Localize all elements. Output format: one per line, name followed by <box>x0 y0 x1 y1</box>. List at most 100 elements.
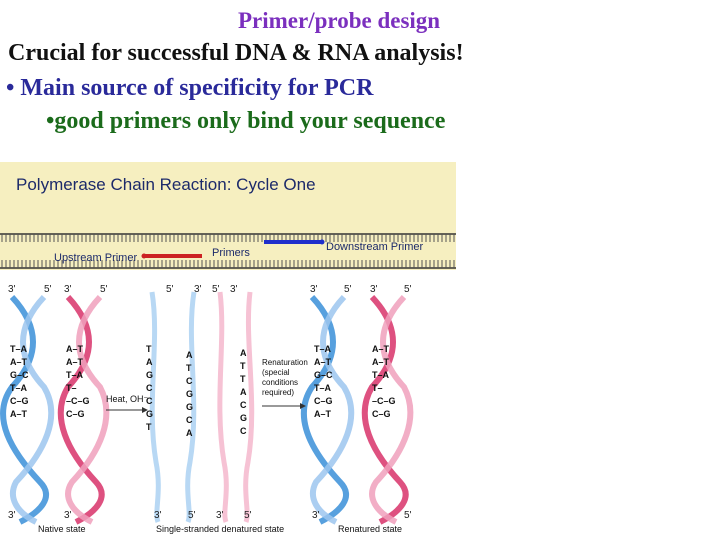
base-pair-4: –C–G <box>372 396 396 406</box>
base-pair-0: A–T <box>372 344 390 354</box>
base-4: C <box>240 400 247 410</box>
renatured-helix-blue <box>300 294 355 525</box>
end-label-ren-blue-5: 5' <box>344 284 352 295</box>
heat-arrow-head <box>142 407 148 413</box>
base-1: T <box>186 363 192 373</box>
pcr-cycle-figure: Polymerase Chain Reaction: Cycle One Dow… <box>0 162 456 538</box>
upstream-primer-end <box>141 253 147 259</box>
end-label-ren-red-5: 5' <box>404 284 412 295</box>
renaturation-line-1: Renaturation <box>262 358 308 367</box>
base-pair-0: A–T <box>66 344 84 354</box>
base-pair-0: T–A <box>10 344 28 354</box>
base-6: T <box>146 422 152 432</box>
denatured-strand-4 <box>243 291 255 523</box>
heat-label: Heat, OH⁻ <box>106 394 149 404</box>
base-5: C <box>186 415 193 425</box>
base-6: A <box>186 428 193 438</box>
base-pair-2: T–A <box>372 370 390 380</box>
end-label-den-1: 5' <box>166 284 174 295</box>
base-pair-1: A–T <box>66 357 84 367</box>
end-label-den-3: 5' <box>212 284 220 295</box>
base-pair-2: T–A <box>66 370 84 380</box>
base-0: A <box>240 348 247 358</box>
base-pair-4: C–G <box>314 396 333 406</box>
base-pair-3: T–A <box>314 383 332 393</box>
base-pair-4: –C–G <box>66 396 90 406</box>
renaturation-arrow-head <box>300 403 306 409</box>
base-pair-5: A–T <box>10 409 28 419</box>
downstream-primer-label: Downstream Primer <box>326 241 424 253</box>
downstream-primer-end <box>319 239 325 245</box>
base-2: T <box>240 374 246 384</box>
denatured-strand-1 <box>149 291 161 523</box>
end-bottom-5: 3' <box>216 510 224 521</box>
renatured-red-base-pairs: A–T A–T T–A T– –C–G C–G <box>372 344 396 419</box>
end-bottom-1: 3' <box>8 510 16 521</box>
native-helix-blue <box>0 294 55 525</box>
renaturation-line-2: (special <box>262 368 290 377</box>
renatured-blue-base-pairs: T–A A–T G–C T–A C–G A–T <box>314 344 333 419</box>
base-5: G <box>146 409 153 419</box>
native-helix-red <box>57 294 110 525</box>
base-pair-0: T–A <box>314 344 332 354</box>
base-pair-1: A–T <box>372 357 390 367</box>
end-label-native-red-5: 5' <box>100 284 108 295</box>
pcr-diagram-svg: Polymerase Chain Reaction: Cycle One Dow… <box>0 162 456 538</box>
slide-line-crucial: Crucial for successful DNA & RNA analysi… <box>8 40 464 66</box>
native-red-base-pairs: A–T A–T T–A T– –C–G C–G <box>66 344 90 419</box>
slide-subbullet-good-primers: •good primers only bind your sequence <box>46 108 446 134</box>
base-4: G <box>186 402 193 412</box>
base-pair-2: G–C <box>314 370 333 380</box>
renaturation-label: Renaturation (special conditions require… <box>262 358 308 397</box>
base-pair-3: T– <box>66 383 77 393</box>
slide-title: Primer/probe design <box>238 8 441 33</box>
end-label-den-2: 3' <box>194 284 202 295</box>
end-bottom-3: 3' <box>154 510 162 521</box>
base-3: C <box>146 383 153 393</box>
end-label-native-blue-5: 5' <box>44 284 52 295</box>
base-pair-1: A–T <box>314 357 332 367</box>
base-pair-5: A–T <box>314 409 332 419</box>
end-label-native-blue-3: 3' <box>8 284 16 295</box>
base-4: C <box>146 396 153 406</box>
base-pair-2: G–C <box>10 370 29 380</box>
base-pair-5: C–G <box>66 409 85 419</box>
base-pair-3: T–A <box>10 383 28 393</box>
primers-label: Primers <box>212 247 250 259</box>
figure-heading: Polymerase Chain Reaction: Cycle One <box>16 175 316 194</box>
renatured-state-caption: Renatured state <box>338 524 402 534</box>
upstream-primer-label: Upstream Primer <box>54 252 137 264</box>
denatured-state-caption: Single-stranded denatured state <box>156 524 284 534</box>
base-6: C <box>240 426 247 436</box>
base-5: G <box>240 413 247 423</box>
strand-ticks-top <box>1 234 455 242</box>
end-bottom-8: 5' <box>404 510 412 521</box>
base-pair-4: C–G <box>10 396 29 406</box>
end-label-den-4: 3' <box>230 284 238 295</box>
end-bottom-2: 3' <box>64 510 72 521</box>
base-1: A <box>146 357 153 367</box>
base-1: T <box>240 361 246 371</box>
base-2: C <box>186 376 193 386</box>
base-pair-3: T– <box>372 383 383 393</box>
base-2: G <box>146 370 153 380</box>
figure-header-band <box>0 162 456 270</box>
strand-ticks-bottom <box>1 260 455 268</box>
base-0: A <box>186 350 193 360</box>
end-bottom-6: 5' <box>244 510 252 521</box>
end-label-ren-blue-3: 3' <box>310 284 318 295</box>
native-state-caption: Native state <box>38 524 86 534</box>
base-3: A <box>240 387 247 397</box>
renatured-helix-red <box>361 294 414 525</box>
slide-bullet-specificity: • Main source of specificity for PCR <box>6 75 374 101</box>
end-bottom-7: 3' <box>312 510 320 521</box>
end-bottom-4: 5' <box>188 510 196 521</box>
renaturation-line-3: conditions <box>262 378 298 387</box>
base-pair-5: C–G <box>372 409 391 419</box>
base-3: G <box>186 389 193 399</box>
end-label-ren-red-3: 3' <box>370 284 378 295</box>
denatured-strand-3 <box>217 291 229 523</box>
